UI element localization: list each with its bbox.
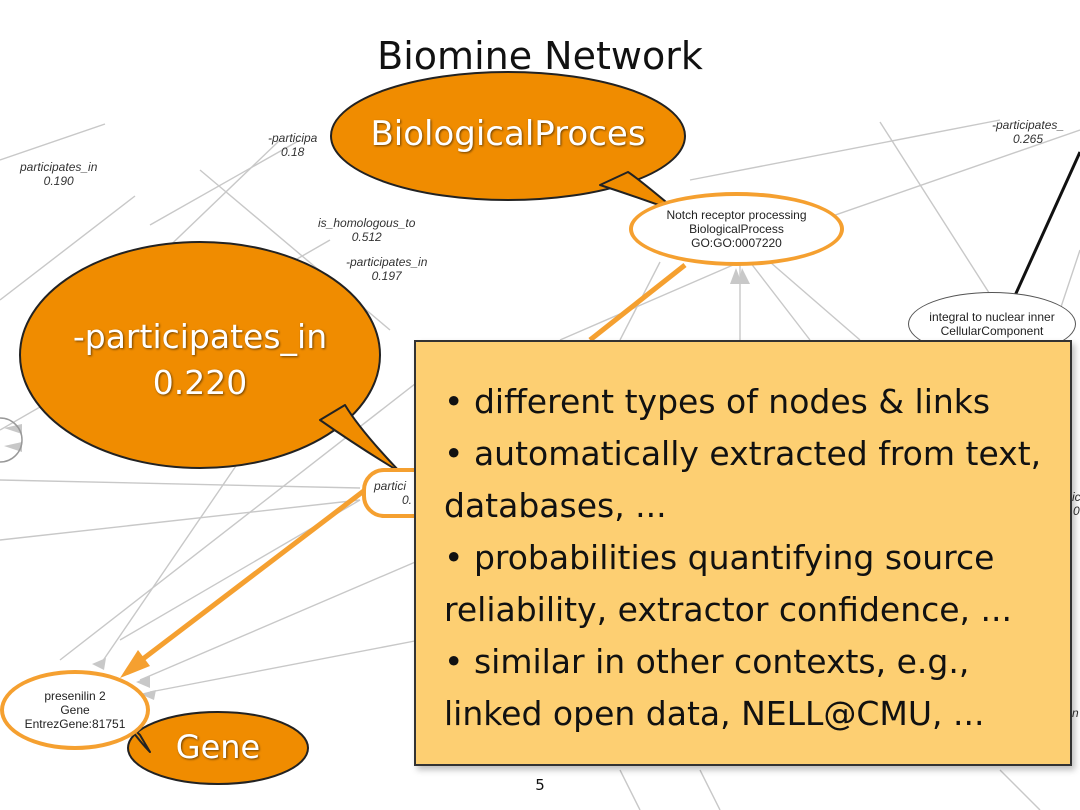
edge-label-name: participates_in	[20, 160, 98, 174]
bold-edge	[1011, 151, 1080, 301]
bullet-list: • different types of nodes & links • aut…	[416, 342, 1070, 740]
info-box: • different types of nodes & links • aut…	[414, 340, 1072, 766]
callout-participates-value: 0.220	[152, 363, 248, 402]
node-edge-name: partici	[374, 479, 407, 493]
node-notch-receptor-processing[interactable]: Notch receptor processing BiologicalProc…	[629, 192, 844, 266]
edge-label-value: 0.18	[281, 145, 305, 159]
node-type: Gene	[60, 703, 90, 717]
edge-label-value: 0.265	[1013, 132, 1044, 146]
node-name: presenilin 2	[44, 689, 106, 703]
edge-label-homologous: is_homologous_to 0.512	[318, 216, 415, 244]
edge-label-partial-right: ic 0	[1072, 490, 1080, 518]
node-id: GO:GO:0007220	[691, 236, 782, 250]
edge-label-value: 0.512	[351, 230, 382, 244]
node-edge-value: 0.	[402, 493, 413, 507]
edge-label-partial-right-low: n	[1072, 706, 1079, 720]
node-name: Notch receptor processing	[666, 208, 807, 222]
edge-label-name: ic	[1072, 490, 1080, 504]
edge-label-name: -participa	[268, 131, 318, 145]
edge-label-value: 0.190	[43, 174, 74, 188]
slide-title: Biomine Network	[377, 34, 703, 78]
bullet-line: databases, ...	[444, 486, 667, 525]
node-type: CellularComponent	[940, 324, 1044, 338]
edge-label-name: -participates_in	[346, 255, 428, 269]
edge-label-participates-left: participates_in 0.190	[20, 160, 97, 188]
edge-label-participates-mid: -participates_in 0.197	[346, 255, 427, 283]
edge-label-name: -participates_	[992, 118, 1065, 132]
bullet-line: • automatically extracted from text,	[444, 434, 1042, 473]
edge-label-participates-topright: -participates_ 0.265	[992, 118, 1064, 146]
node-type: BiologicalProcess	[689, 222, 784, 236]
callout-biological-process	[330, 71, 686, 213]
callout-participates-text: -participates_in 0.220	[20, 314, 380, 406]
bullet-line: linked open data, NELL@CMU, ...	[444, 694, 985, 733]
edge-label-value: 0	[1072, 504, 1080, 518]
callout-participates-name: -participates_in	[72, 317, 328, 356]
node-presenilin-2[interactable]: presenilin 2 Gene EntrezGene:81751	[0, 670, 150, 750]
bullet-line: reliability, extractor confidence, ...	[444, 590, 1013, 629]
bullet-line: • probabilities quantifying source	[444, 538, 995, 577]
node-id: EntrezGene:81751	[24, 717, 126, 731]
callout-gene-text: Gene	[175, 728, 261, 766]
edge-label-value: 0.197	[371, 269, 402, 283]
edge-label-participa-top: -participa 0.18	[268, 131, 317, 159]
callout-participates	[19, 241, 401, 473]
page-number: 5	[535, 776, 545, 794]
callout-biological-process-text: BiologicalProces	[370, 114, 646, 154]
node-name: integral to nuclear inner	[929, 310, 1055, 324]
edge-label-name: is_homologous_to	[318, 216, 416, 230]
bullet-line: • similar in other contexts, e.g.,	[444, 642, 970, 681]
bullet-line: • different types of nodes & links	[444, 382, 991, 421]
